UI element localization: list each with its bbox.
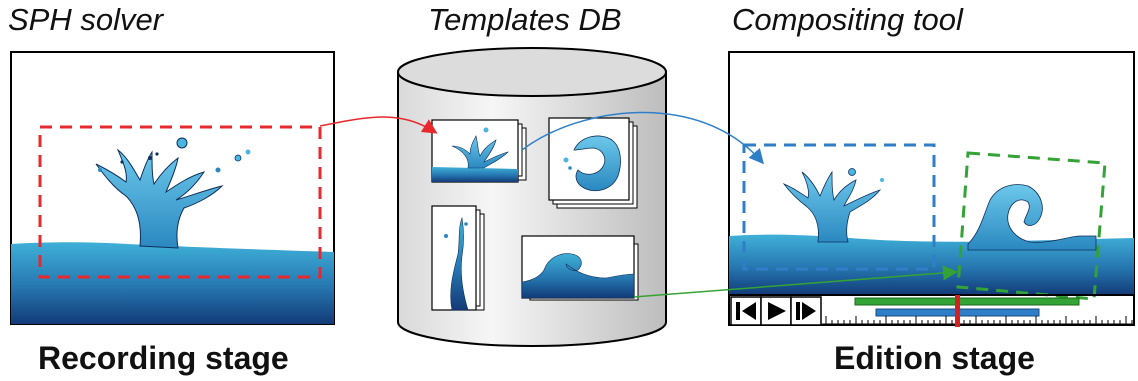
timeline <box>729 294 1134 327</box>
skip-back-button[interactable] <box>730 296 762 326</box>
recording-stage-label: Recording stage <box>38 340 289 376</box>
caption-templates-db: Templates DB <box>428 2 622 37</box>
sph-solver-panel <box>10 51 335 325</box>
composited-splash <box>782 168 884 243</box>
caption-sph-solver: SPH solver <box>8 2 164 37</box>
timeline-playhead[interactable] <box>955 295 960 327</box>
step-forward-button[interactable] <box>790 296 822 326</box>
green-clip-track[interactable] <box>854 297 1080 306</box>
green-placement-box <box>956 151 1107 301</box>
compositing-panel <box>728 51 1135 327</box>
blue-placement-box <box>742 143 936 271</box>
play-button[interactable] <box>760 296 792 326</box>
template-curl-card <box>548 117 638 209</box>
edition-stage-label: Edition stage <box>834 340 1035 376</box>
recording-selection-box <box>38 125 322 279</box>
composited-wave <box>967 184 1097 251</box>
step-forward-icon <box>796 302 816 320</box>
play-icon <box>768 302 786 320</box>
caption-compositing-tool: Compositing tool <box>732 2 963 37</box>
template-splash-card <box>431 119 527 183</box>
blue-arrow <box>521 111 764 165</box>
green-arrow <box>633 265 958 298</box>
template-wave-card <box>521 235 639 301</box>
skip-back-icon <box>736 302 756 320</box>
splash-shape <box>95 137 251 249</box>
red-arrow <box>319 116 438 134</box>
templates-db-cylinder <box>397 47 667 347</box>
template-jet-card <box>431 205 485 311</box>
